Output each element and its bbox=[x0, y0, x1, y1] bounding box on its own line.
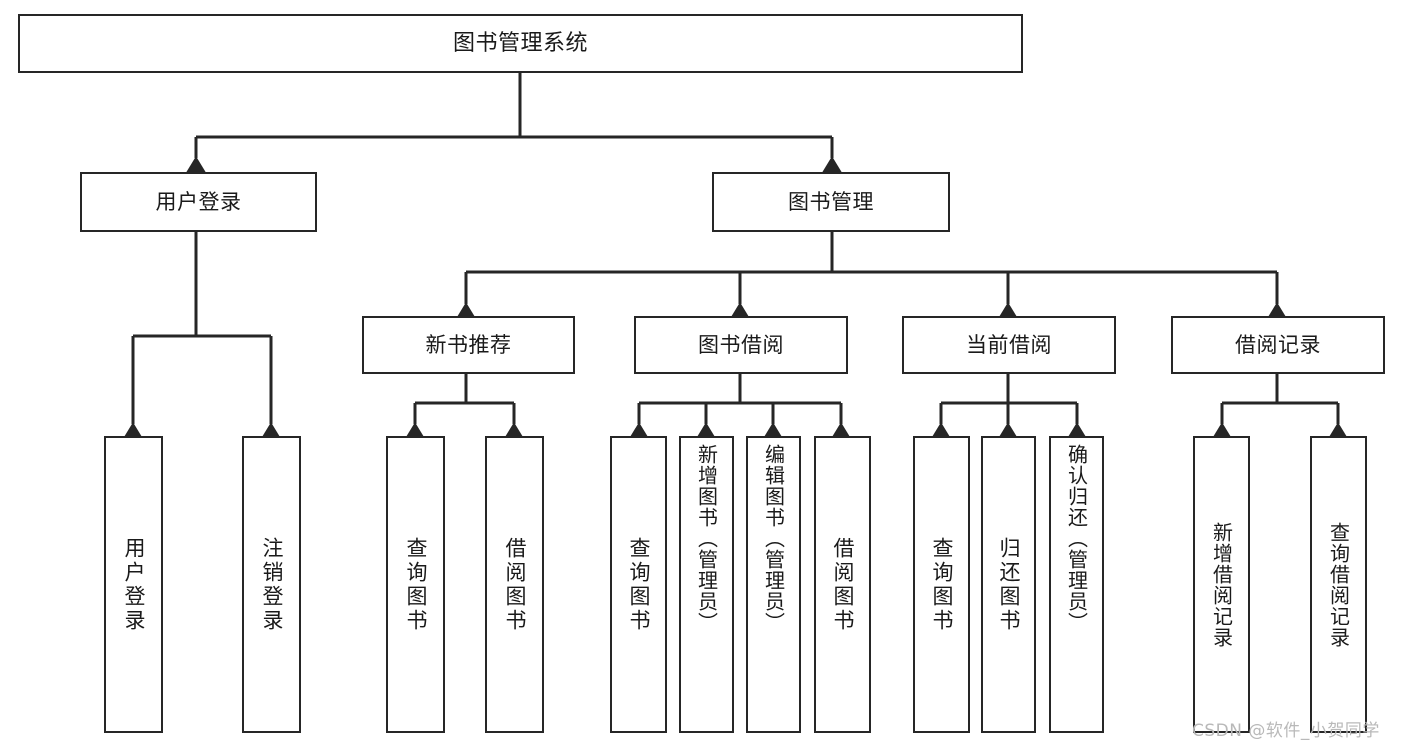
node-leaf-confirm-return-admin[interactable]: 确认归还（管理员） bbox=[1049, 436, 1104, 733]
node-label: 借阅记录 bbox=[1235, 332, 1321, 357]
node-leaf-add-book-admin[interactable]: 新增图书（管理员） bbox=[679, 436, 734, 733]
node-label: 新增借阅记录 bbox=[1209, 521, 1234, 648]
node-label: 借阅图书 bbox=[831, 536, 855, 633]
node-leaf-borrow-book-borrow[interactable]: 借阅图书 bbox=[814, 436, 871, 733]
node-label: 当前借阅 bbox=[966, 332, 1052, 357]
node-leaf-user-login[interactable]: 用户登录 bbox=[104, 436, 163, 733]
node-label: 图书管理系统 bbox=[452, 30, 588, 56]
node-leaf-return-book[interactable]: 归还图书 bbox=[981, 436, 1036, 733]
node-label: 归还图书 bbox=[997, 536, 1021, 633]
node-leaf-query-book-recommend[interactable]: 查询图书 bbox=[386, 436, 445, 733]
node-label: 图书管理 bbox=[788, 189, 874, 214]
node-borrow-record[interactable]: 借阅记录 bbox=[1171, 316, 1385, 374]
node-user-login[interactable]: 用户登录 bbox=[80, 172, 317, 232]
node-leaf-add-borrow-record[interactable]: 新增借阅记录 bbox=[1193, 436, 1250, 733]
node-label: 借阅图书 bbox=[503, 536, 527, 633]
node-label: 查询图书 bbox=[627, 536, 651, 633]
node-label: 用户登录 bbox=[122, 536, 146, 633]
node-leaf-query-book-borrow[interactable]: 查询图书 bbox=[610, 436, 667, 733]
node-label: 用户登录 bbox=[155, 189, 242, 214]
node-new-book-recommend[interactable]: 新书推荐 bbox=[362, 316, 575, 374]
node-label: 新增图书（管理员） bbox=[694, 444, 719, 633]
node-leaf-borrow-book-recommend[interactable]: 借阅图书 bbox=[485, 436, 544, 733]
node-leaf-query-borrow-record[interactable]: 查询借阅记录 bbox=[1310, 436, 1367, 733]
node-label: 确认归还（管理员） bbox=[1064, 444, 1089, 633]
node-label: 图书借阅 bbox=[698, 332, 784, 357]
node-leaf-edit-book-admin[interactable]: 编辑图书（管理员） bbox=[746, 436, 801, 733]
node-leaf-logout-login[interactable]: 注销登录 bbox=[242, 436, 301, 733]
node-current-borrow[interactable]: 当前借阅 bbox=[902, 316, 1116, 374]
node-label: 查询图书 bbox=[404, 536, 428, 633]
node-root-book-management-system[interactable]: 图书管理系统 bbox=[18, 14, 1023, 73]
node-label: 新书推荐 bbox=[425, 332, 512, 357]
node-leaf-query-book-current[interactable]: 查询图书 bbox=[913, 436, 970, 733]
node-label: 编辑图书（管理员） bbox=[761, 444, 786, 633]
csdn-watermark: CSDN @软件_小贺同学 bbox=[1192, 721, 1380, 741]
node-label: 查询图书 bbox=[930, 536, 954, 633]
node-book-management[interactable]: 图书管理 bbox=[712, 172, 950, 232]
node-label: 查询借阅记录 bbox=[1326, 521, 1351, 648]
node-book-borrow[interactable]: 图书借阅 bbox=[634, 316, 848, 374]
node-label: 注销登录 bbox=[260, 536, 284, 633]
